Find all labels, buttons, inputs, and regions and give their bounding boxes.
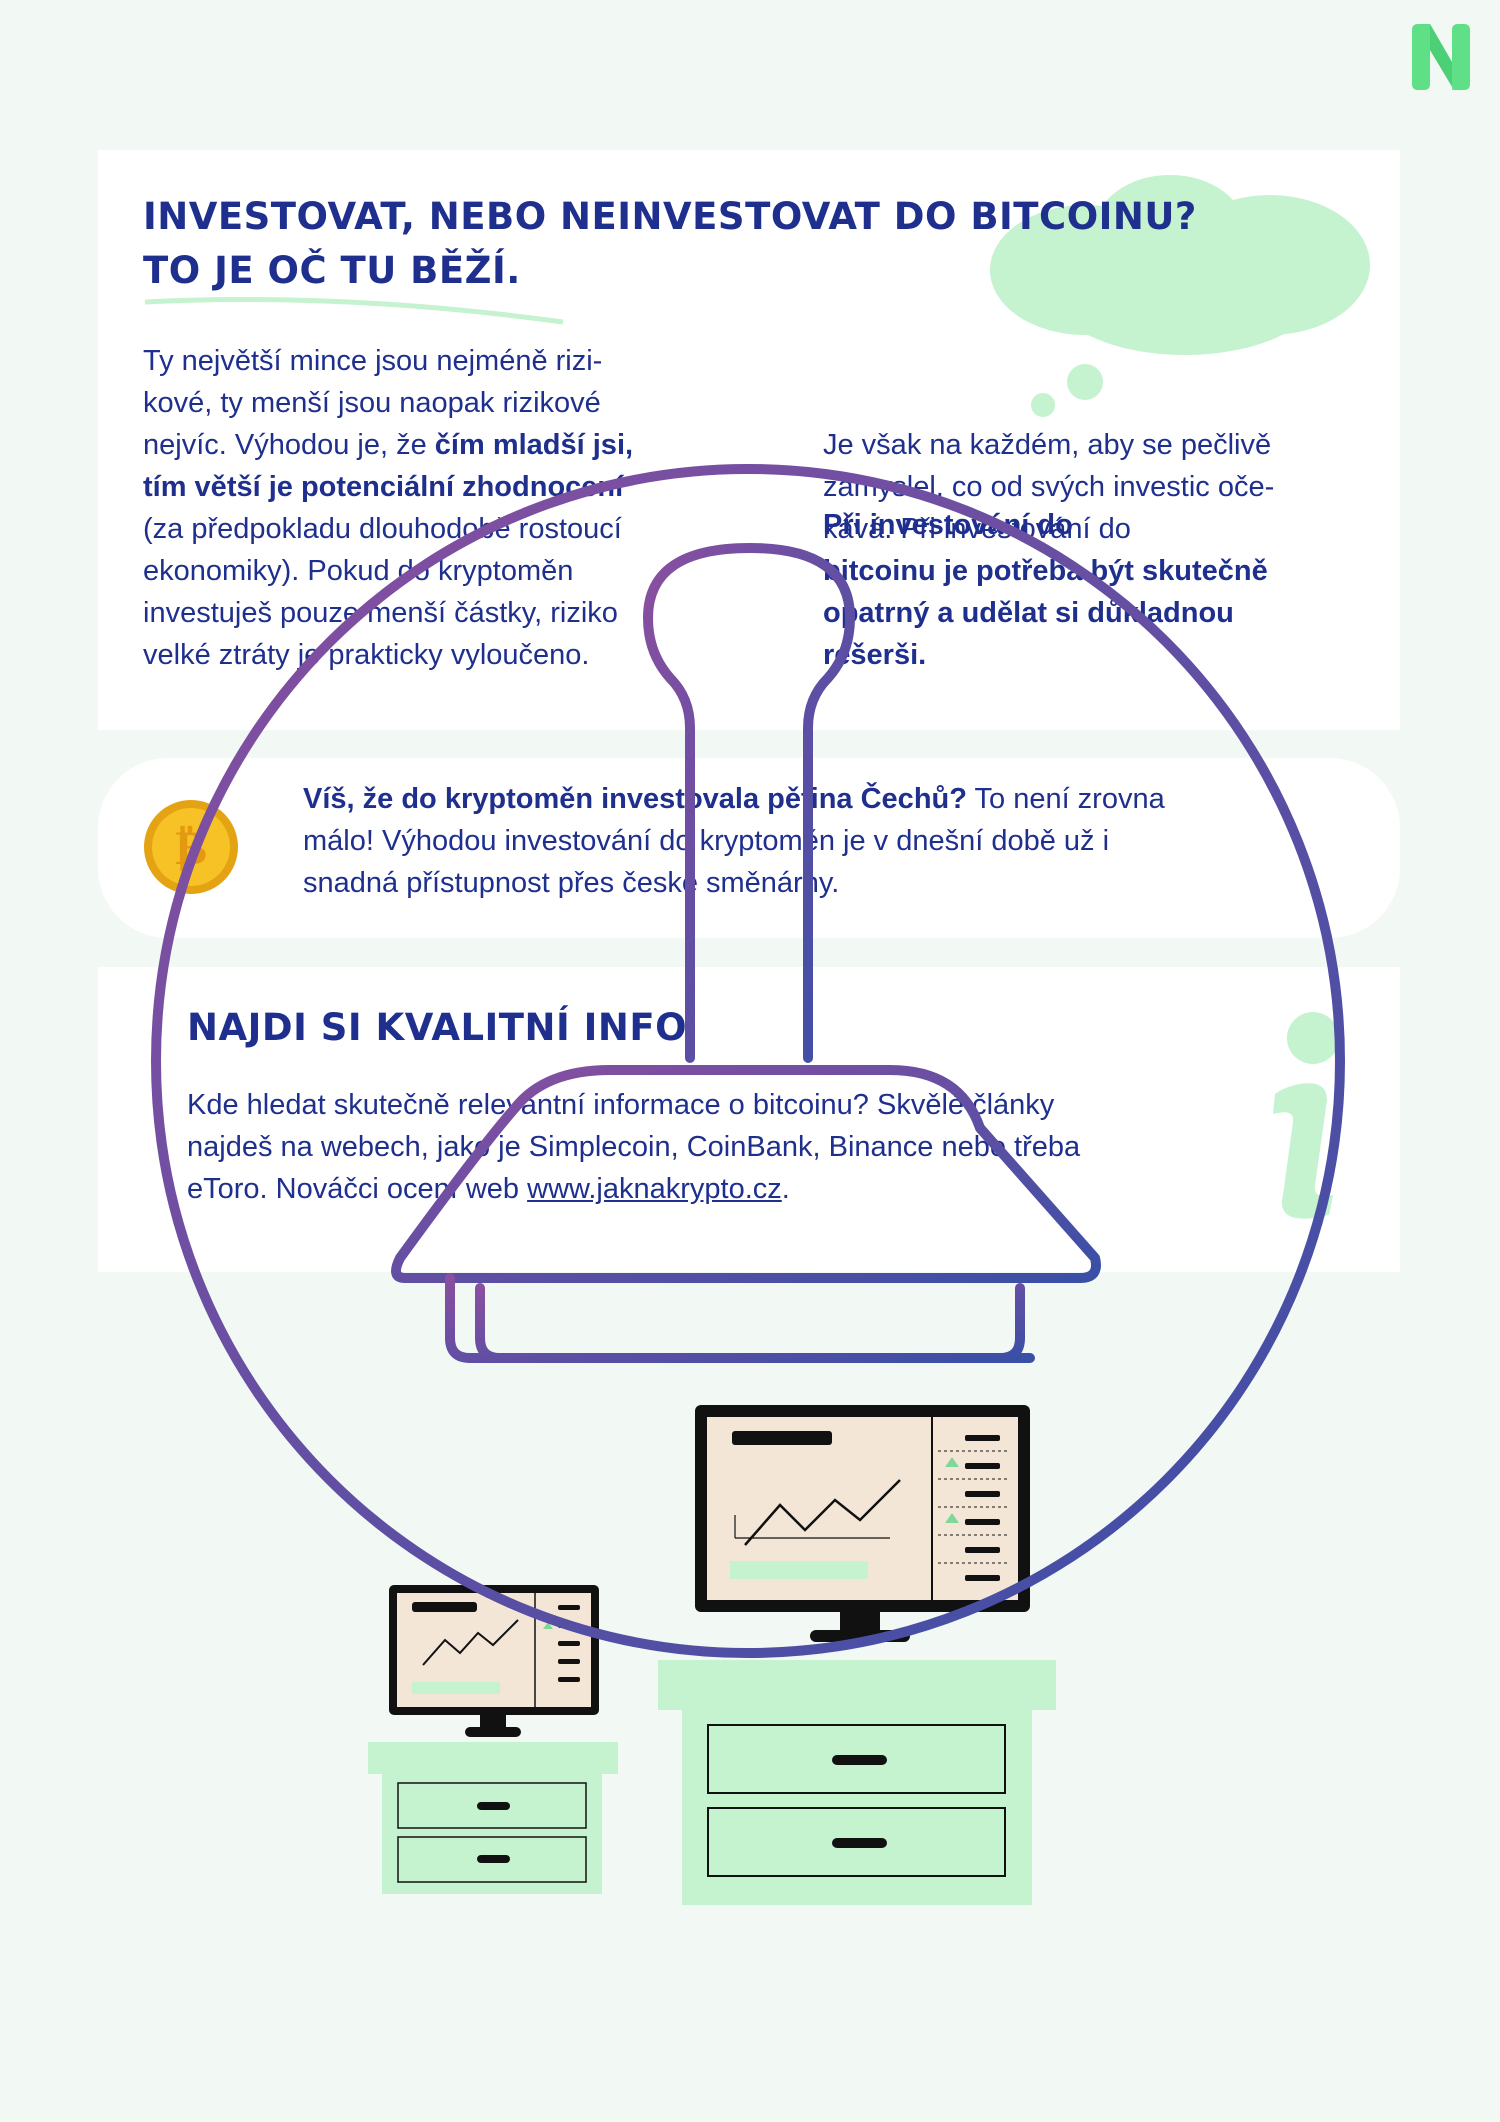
title-underline [143,290,573,330]
thought-cloud-icon [985,170,1375,420]
info-card [98,967,1400,1272]
page-title: INVESTOVAT, NEBO NEINVESTOVAT DO BITCOIN… [143,195,1197,292]
stamp-watermark [150,458,1350,1658]
fact-paragraph: Víš, že do kryptoměn investovala pětina … [303,783,1165,899]
brand-logo [1410,22,1472,92]
info-title: NAJDI SI KVALITNÍ INFO [187,1006,688,1049]
info-icon [1255,1010,1365,1225]
info-paragraph: Kde hledat skutečně relevantní informace… [187,1089,1081,1205]
fact-card [98,758,1400,938]
intro-right-paragraph: Je však na každém, aby se pečlivě zamysl… [823,429,1275,671]
intro-left-paragraph: Ty největší mince jsou nejméně rizi- kov… [143,345,634,671]
jaknakrypto-link[interactable]: www.jaknakrypto.cz [527,1173,782,1205]
